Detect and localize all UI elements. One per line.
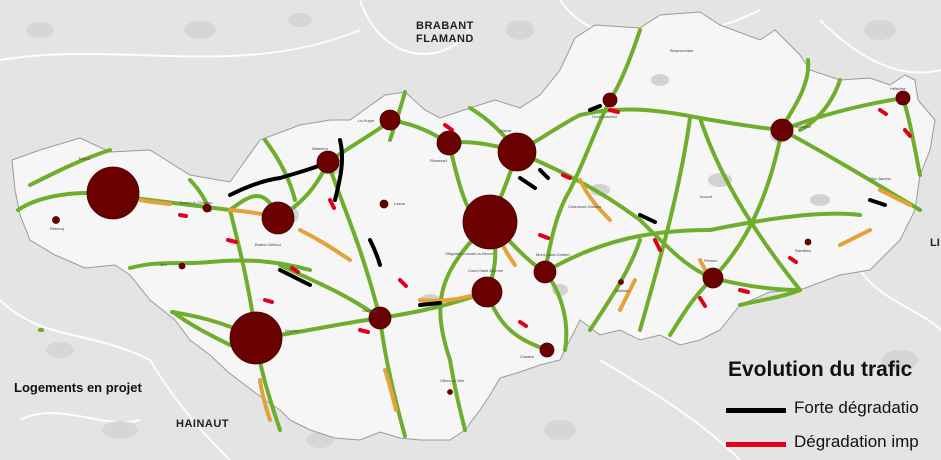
place-tubize: Tubize: [78, 156, 91, 161]
neighbor-label-east: LI: [930, 237, 940, 249]
place-ottignies: Ottignies-Louvain-la-Neuve: [445, 251, 494, 256]
legend-swatch-black: [726, 408, 786, 413]
place-walhain: Walhain: [615, 288, 629, 293]
place-labels: Tubize Rebecq Braine-le-Château Braine-l…: [50, 48, 906, 383]
bubble-villers-la-ville: [447, 389, 453, 395]
legend-title: Evolution du trafic: [728, 358, 913, 381]
bubble-genappe: [368, 306, 392, 330]
neighbor-label-north: BRABANT FLAMAND: [416, 20, 474, 45]
place-orp-jauche: Orp-Jauche: [870, 176, 892, 181]
place-la-hulpe: La Hulpe: [358, 118, 375, 123]
place-wavre: Wavre: [500, 128, 512, 133]
place-beauvechain: Beauvechain: [670, 48, 693, 53]
bubble-tubize: [86, 166, 140, 220]
place-chaumont-gistoux: Chaumont-Gistoux: [568, 204, 601, 209]
bubble-walhain: [618, 279, 624, 285]
place-grez-doiceau: Grez-Doiceau: [592, 114, 617, 119]
place-braine-lalleud: Braine-l'Alleud: [255, 242, 281, 247]
bubble-rebecq: [52, 216, 60, 224]
bubble-braine-le-chateau: [202, 203, 212, 213]
bubble-braine-lalleud: [261, 201, 295, 235]
place-chastre: Chastre: [520, 354, 535, 359]
place-villers-la-ville: Villers-la-Ville: [440, 378, 465, 383]
place-rixensart: Rixensart: [430, 158, 448, 163]
bubble-waterloo: [316, 150, 340, 174]
place-jodoigne: Jodoigne: [795, 124, 812, 129]
place-nivelles: Nivelles: [285, 328, 299, 333]
map-title: Logements en projet: [14, 380, 142, 395]
bubble-ittre: [178, 262, 186, 270]
place-incourt: Incourt: [700, 194, 713, 199]
place-mont-saint-guibert: Mont-Saint-Guibert: [536, 252, 571, 257]
place-genappe: Genappe: [362, 308, 379, 313]
background-urban-areas: [26, 13, 918, 448]
bubble-chastre: [539, 342, 555, 358]
place-lasne: Lasne: [394, 201, 406, 206]
place-braine-le-chateau: Braine-le-Château: [180, 200, 212, 205]
bubble-perwez: [702, 267, 724, 289]
bubble-wavre: [497, 132, 537, 172]
bubble-court-saint-etienne: [471, 276, 503, 308]
housing-bubbles: [52, 90, 911, 395]
place-rebecq: Rebecq: [50, 226, 64, 231]
roads-medium: [138, 178, 912, 422]
legend-label: Dégradation imp: [794, 432, 919, 451]
bubble-ottignies: [462, 194, 518, 250]
place-helecine: Hélécine: [890, 86, 906, 91]
bubble-rixensart: [436, 130, 462, 156]
neighbor-label-south: HAINAUT: [176, 418, 229, 430]
place-ramillies: Ramillies: [795, 248, 811, 253]
place-court-saint-etienne: Court-Saint-Etienne: [468, 268, 504, 273]
place-waterloo: Waterloo: [312, 146, 329, 151]
bubble-la-hulpe: [379, 109, 401, 131]
bubble-helecine: [895, 90, 911, 106]
roads-red: [178, 108, 912, 334]
place-ittre: Ittre: [160, 262, 168, 267]
bubble-nivelles: [229, 311, 283, 365]
legend-swatch-red: [726, 442, 786, 447]
place-perwez: Perwez: [704, 258, 717, 263]
bubble-ramillies: [804, 238, 812, 246]
bubble-mont-saint-guibert: [533, 260, 557, 284]
legend: Evolution du trafic Forte dégradatio Dég…: [722, 356, 941, 460]
bubble-lasne: [379, 199, 389, 209]
legend-label: Forte dégradatio: [794, 398, 919, 417]
bubble-jodoigne: [770, 118, 794, 142]
bubble-grez-doiceau: [602, 92, 618, 108]
